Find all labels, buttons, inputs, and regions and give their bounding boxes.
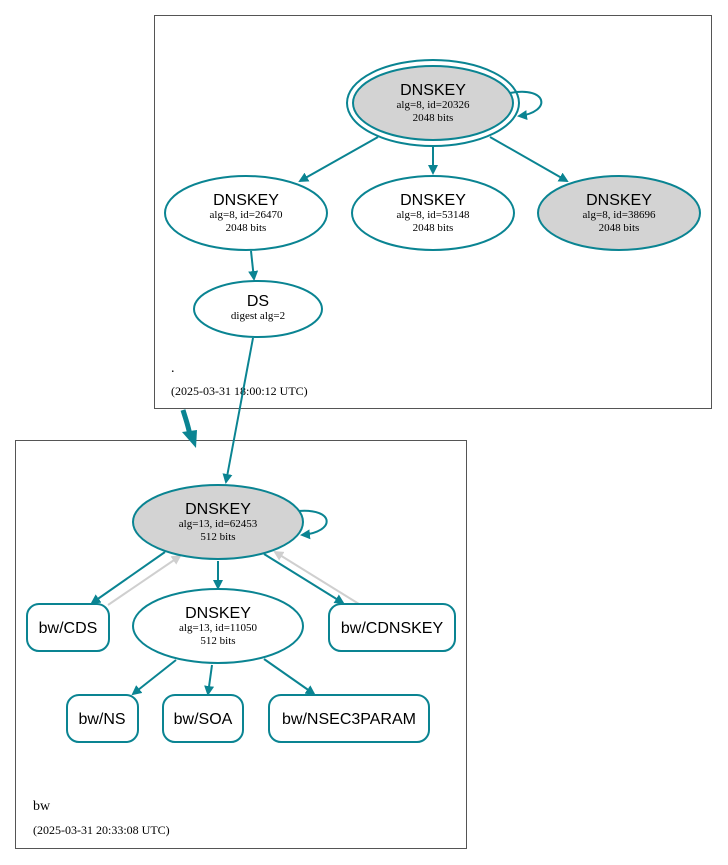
node-root-ksk-line1: alg=8, id=20326 <box>397 99 470 111</box>
zone-root-date: (2025-03-31 18:00:12 UTC) <box>171 384 308 398</box>
node-root-zsk3-title: DNSKEY <box>586 192 652 209</box>
node-root-ksk-title: DNSKEY <box>400 82 466 99</box>
edge-cdnskey-bwksk <box>273 550 360 605</box>
edge-ksk-zsk3 <box>489 136 569 182</box>
edge-zsk-soa <box>204 664 215 696</box>
node-bw-ksk[interactable]: DNSKEY alg=13, id=62453 512 bits <box>132 484 304 560</box>
node-root-ksk[interactable]: DNSKEY alg=8, id=20326 2048 bits <box>346 59 520 147</box>
node-bw-nsec3param[interactable]: bw/NSEC3PARAM <box>268 694 430 743</box>
edge-zsk-nsec3param <box>263 658 316 696</box>
zone-root-name: . <box>171 361 175 376</box>
zone-bw-name: bw <box>33 799 51 814</box>
node-bw-cds-label: bw/CDS <box>39 620 98 637</box>
node-bw-soa-label: bw/SOA <box>174 711 233 728</box>
node-root-ksk-line2: 2048 bits <box>413 112 454 124</box>
node-root-ds-line1: digest alg=2 <box>231 310 285 322</box>
zone-bw-date: (2025-03-31 20:33:08 UTC) <box>33 823 170 837</box>
node-root-zsk3-line1: alg=8, id=38696 <box>583 209 656 221</box>
delegation-arrowhead <box>182 430 197 448</box>
edge-bwksk-cdnskey <box>263 553 345 605</box>
edge-zsk-ns <box>131 659 177 696</box>
edge-ksk-zsk1 <box>298 136 379 182</box>
node-bw-cdnskey-label: bw/CDNSKEY <box>341 620 444 637</box>
node-root-zsk-53148[interactable]: DNSKEY alg=8, id=53148 2048 bits <box>351 175 515 251</box>
node-bw-nsec3param-label: bw/NSEC3PARAM <box>282 711 416 728</box>
node-root-ds[interactable]: DS digest alg=2 <box>193 280 323 338</box>
node-bw-ksk-line1: alg=13, id=62453 <box>179 518 258 530</box>
node-bw-soa[interactable]: bw/SOA <box>162 694 244 743</box>
edge-ds-bwksk <box>222 337 254 484</box>
node-bw-zsk-line1: alg=13, id=11050 <box>179 622 257 634</box>
node-root-zsk-26470[interactable]: DNSKEY alg=8, id=26470 2048 bits <box>164 175 328 251</box>
zone-bw-box <box>15 440 467 849</box>
node-root-zsk1-line2: 2048 bits <box>226 222 267 234</box>
node-root-zsk1-title: DNSKEY <box>213 192 279 209</box>
edge-zsk1-ds <box>248 250 259 281</box>
node-bw-zsk-title: DNSKEY <box>185 605 251 622</box>
node-root-ds-title: DS <box>247 293 269 310</box>
node-bw-zsk-line2: 512 bits <box>200 635 235 647</box>
node-bw-zsk[interactable]: DNSKEY alg=13, id=11050 512 bits <box>132 588 304 664</box>
node-root-zsk1-line1: alg=8, id=26470 <box>210 209 283 221</box>
edge-bwksk-cds <box>90 551 166 605</box>
edge-ksk-self <box>509 90 543 120</box>
node-root-zsk3-line2: 2048 bits <box>599 222 640 234</box>
node-bw-ns[interactable]: bw/NS <box>66 694 139 743</box>
node-bw-ksk-title: DNSKEY <box>185 501 251 518</box>
node-bw-cds[interactable]: bw/CDS <box>26 603 110 652</box>
edge-cds-bwksk <box>107 554 182 606</box>
node-root-zsk2-title: DNSKEY <box>400 192 466 209</box>
node-bw-cdnskey[interactable]: bw/CDNSKEY <box>328 603 456 652</box>
zone-root-box <box>154 15 712 409</box>
node-root-zsk2-line2: 2048 bits <box>413 222 454 234</box>
node-bw-ksk-line2: 512 bits <box>200 531 235 543</box>
node-bw-ns-label: bw/NS <box>78 711 125 728</box>
node-root-zsk2-line1: alg=8, id=53148 <box>397 209 470 221</box>
node-root-zsk-38696[interactable]: DNSKEY alg=8, id=38696 2048 bits <box>537 175 701 251</box>
edge-bwksk-self <box>297 509 328 540</box>
